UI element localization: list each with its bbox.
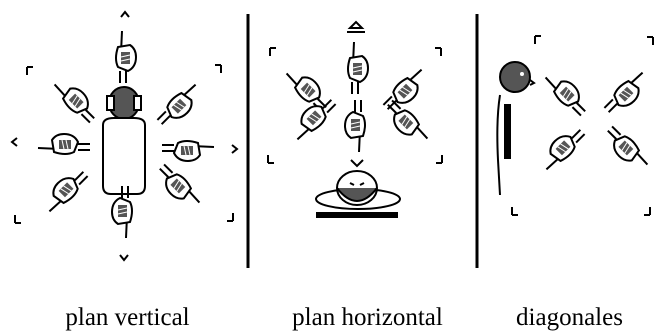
corner-mark-icon xyxy=(26,66,34,76)
arrow-down-icon xyxy=(350,159,364,168)
panel-diagonal-plane xyxy=(496,35,654,216)
pointing-hand-upright-icon xyxy=(600,67,654,121)
corner-mark-icon xyxy=(267,154,275,164)
corner-mark-icon xyxy=(511,206,519,216)
pointing-hand-left-icon xyxy=(37,133,91,155)
corner-mark-icon xyxy=(226,212,234,222)
arrow-left-icon xyxy=(10,137,18,147)
arrow-right-icon xyxy=(231,144,239,154)
pointing-hand-right-icon xyxy=(161,140,215,162)
pointing-hand-downright-icon xyxy=(379,96,433,150)
pointing-hand-downright-icon xyxy=(599,122,653,176)
pointing-hand-downleft-icon xyxy=(38,163,92,217)
panel-vertical-plane xyxy=(10,10,239,262)
corner-mark-icon xyxy=(269,47,277,57)
caption-horizontal-plane: plan horizontal xyxy=(292,304,443,331)
corner-mark-icon xyxy=(434,47,442,57)
arrow-down-icon xyxy=(119,254,129,262)
corner-mark-icon xyxy=(214,64,222,74)
pointing-hand-upright-icon xyxy=(379,64,433,118)
body-front-view-icon xyxy=(102,86,146,195)
arrow-up-icon xyxy=(347,20,365,33)
caption-vertical-plane: plan vertical xyxy=(65,304,190,331)
body-side-view-icon xyxy=(496,61,536,196)
head-top-view-icon xyxy=(315,170,401,218)
pointing-hand-downleft-icon xyxy=(535,121,589,175)
corner-mark-icon xyxy=(14,214,22,224)
pointing-hand-upleft-icon xyxy=(49,73,103,127)
arrow-up-icon xyxy=(120,10,130,18)
pointing-hand-forward-icon xyxy=(347,41,369,95)
pointing-hand-down-icon xyxy=(344,99,366,153)
pointing-hand-upleft-icon xyxy=(540,66,594,120)
panel-horizontal-plane xyxy=(267,20,443,218)
caption-diagonal-plane: diagonales xyxy=(516,304,623,331)
corner-mark-icon xyxy=(435,154,443,164)
pointing-hand-upright-icon xyxy=(153,79,207,133)
corner-mark-icon xyxy=(534,35,542,45)
pointing-hand-up-icon xyxy=(115,30,137,84)
corner-mark-icon xyxy=(643,206,651,216)
corner-mark-icon xyxy=(646,36,654,46)
pointing-hand-downright-icon xyxy=(151,160,205,214)
